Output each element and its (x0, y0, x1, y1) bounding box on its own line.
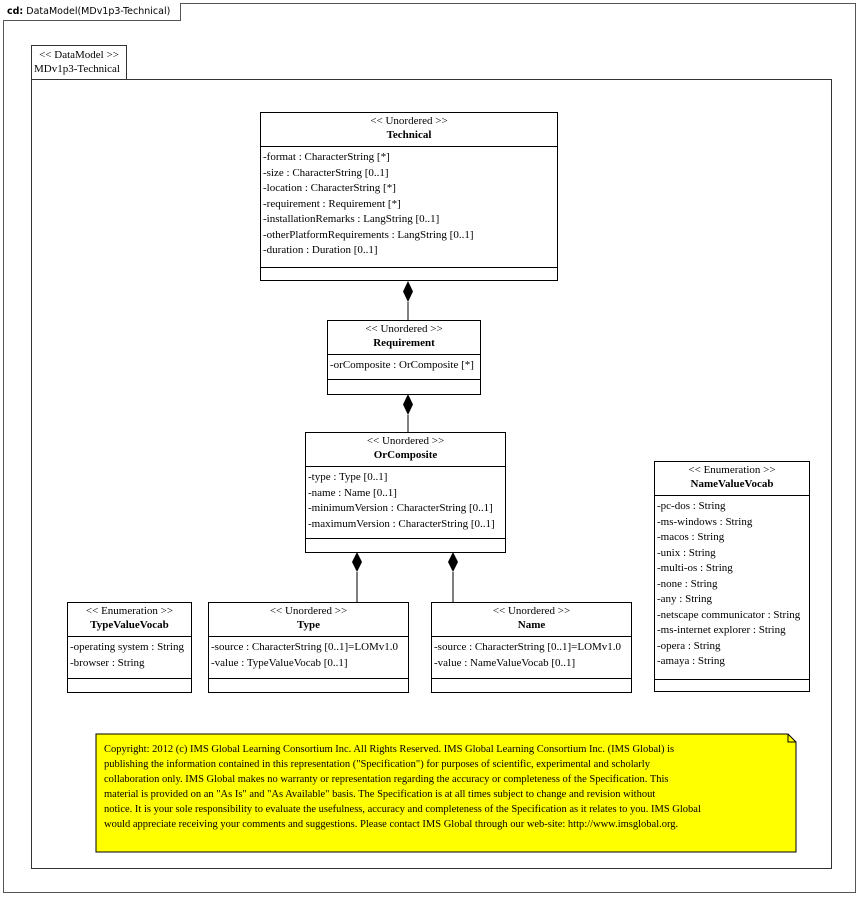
class-stereotype: << Unordered >> (269, 605, 348, 617)
attribute: -multi-os : String (657, 562, 733, 574)
diagram-frame (3, 3, 856, 893)
class-namevaluevocab[interactable]: << Enumeration >> NameValueVocab -pc-dos… (654, 461, 810, 692)
class-stereotype: << Unordered >> (370, 115, 448, 127)
note-line: notice. It is your sole responsibility t… (104, 804, 701, 815)
note-line: would appreciate receiving your comments… (104, 819, 679, 830)
attribute: -location : CharacterString [*] (263, 182, 396, 194)
class-name: Name (517, 619, 546, 631)
attribute: -none : String (657, 577, 718, 590)
composition-diamond-technical (403, 281, 413, 302)
attribute: -format : CharacterString [*] (263, 151, 390, 163)
class-requirement[interactable]: << Unordered >> Requirement -orComposite… (327, 320, 481, 395)
attribute: -type : Type [0..1] (308, 471, 388, 483)
class-header: << Unordered >> OrComposite (306, 433, 505, 467)
class-name: Type (296, 619, 321, 631)
note-line: material is provided on an "As Is" and "… (104, 789, 656, 800)
attribute: -ms-windows : String (657, 515, 753, 528)
package-body (31, 79, 832, 869)
composition-diamond-orcomposite-name (448, 552, 458, 572)
note-line: Copyright: 2012 (c) IMS Global Learning … (104, 744, 675, 755)
attribute: -installationRemarks : LangString [0..1] (263, 213, 440, 225)
attribute: -netscape communicator : String (657, 608, 801, 621)
attribute: -unix : String (657, 546, 716, 559)
class-header: << Enumeration >> NameValueVocab (655, 462, 809, 496)
package-name: MDv1p3-Technical (34, 63, 120, 75)
package-tab: << DataModel >> MDv1p3-Technical (31, 45, 127, 80)
note-folded-corner (787, 734, 796, 743)
attribute: -amaya : String (657, 655, 725, 667)
attribute: -pc-dos : String (657, 500, 726, 512)
class-header: << Unordered >> Requirement (328, 321, 480, 355)
attribute: -value : NameValueVocab [0..1] (434, 656, 576, 669)
attribute: -size : CharacterString [0..1] (263, 166, 389, 179)
attribute-compartment: -operating system : String -browser : St… (68, 637, 191, 679)
attribute: -minimumVersion : CharacterString [0..1] (308, 502, 493, 514)
class-name: NameValueVocab (690, 478, 774, 490)
class-stereotype: << Unordered >> (365, 323, 443, 335)
attribute-compartment: -pc-dos : String -ms-windows : String -m… (655, 496, 809, 680)
attribute: -otherPlatformRequirements : LangString … (263, 228, 474, 241)
attribute: -ms-internet explorer : String (657, 624, 786, 636)
class-name: OrComposite (373, 449, 438, 461)
note-line: publishing the information contained in … (104, 759, 650, 770)
class-type[interactable]: << Unordered >> Type -source : Character… (208, 602, 409, 693)
class-technical[interactable]: << Unordered >> Technical -format : Char… (260, 112, 558, 281)
class-header: << Unordered >> Name (432, 603, 631, 637)
class-typevaluevocab[interactable]: << Enumeration >> TypeValueVocab -operat… (67, 602, 192, 693)
class-orcomposite[interactable]: << Unordered >> OrComposite -type : Type… (305, 432, 506, 553)
composition-diamond-requirement (403, 394, 413, 415)
frame-kind: cd: (7, 6, 24, 17)
attribute: -operating system : String (70, 641, 184, 653)
class-name: TypeValueVocab (90, 619, 169, 631)
note-line: collaboration only. IMS Global makes no … (104, 774, 669, 785)
attribute-compartment: -source : CharacterString [0..1]=LOMv1.0… (432, 637, 631, 679)
attribute-compartment: -orComposite : OrComposite [*] (328, 355, 480, 380)
attribute: -name : Name [0..1] (308, 486, 397, 499)
diagram-frame-tab: cd: DataModel(MDv1p3-Technical) (3, 3, 182, 21)
attribute: -macos : String (657, 531, 725, 543)
class-header: << Enumeration >> TypeValueVocab (68, 603, 191, 637)
class-stereotype: << Enumeration >> (688, 464, 776, 476)
class-header: << Unordered >> Technical (261, 113, 557, 147)
attribute: -orComposite : OrComposite [*] (330, 359, 474, 371)
class-name: Requirement (373, 337, 435, 349)
composition-diamond-orcomposite-type (352, 552, 362, 572)
attribute: -source : CharacterString [0..1]=LOMv1.0 (434, 641, 622, 653)
attribute: -duration : Duration [0..1] (263, 244, 378, 256)
copyright-note: Copyright: 2012 (c) IMS Global Learning … (96, 734, 796, 852)
class-name: Technical (386, 129, 432, 141)
attribute-compartment: -format : CharacterString [*] -size : Ch… (261, 147, 557, 268)
class-stereotype: << Unordered >> (366, 435, 445, 447)
package-stereotype: << DataModel >> (39, 49, 119, 61)
class-name-box[interactable]: << Unordered >> Name -source : Character… (431, 602, 632, 693)
class-stereotype: << Enumeration >> (85, 605, 174, 617)
attribute: -requirement : Requirement [*] (263, 197, 401, 210)
attribute-compartment: -source : CharacterString [0..1]=LOMv1.0… (209, 637, 408, 679)
attribute: -maximumVersion : CharacterString [0..1] (308, 517, 495, 530)
attribute: -value : TypeValueVocab [0..1] (211, 656, 348, 669)
attribute: -any : String (657, 593, 712, 605)
note-outline (95, 733, 797, 853)
attribute: -source : CharacterString [0..1]=LOMv1.0 (211, 641, 399, 653)
class-header: << Unordered >> Type (209, 603, 408, 637)
class-stereotype: << Unordered >> (492, 605, 571, 617)
attribute: -browser : String (70, 656, 145, 669)
attribute-compartment: -type : Type [0..1] -name : Name [0..1] … (306, 467, 505, 539)
attribute: -opera : String (657, 639, 721, 652)
frame-title: DataModel(MDv1p3-Technical) (26, 6, 171, 17)
